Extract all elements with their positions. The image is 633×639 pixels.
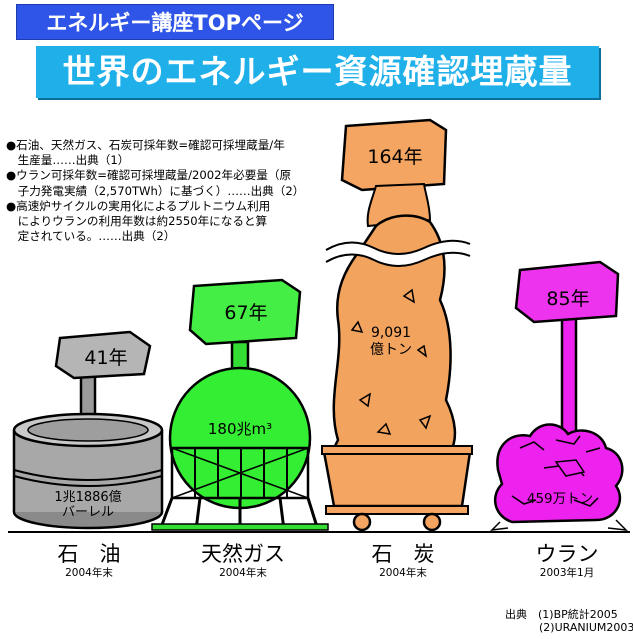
- gas-tank-frame: [170, 446, 310, 500]
- uranium-sign-post: [560, 316, 578, 438]
- coal-reserve-amount: 9,091: [370, 325, 412, 341]
- oil-years-label: 41年: [84, 347, 128, 369]
- coal-category-label: 石 炭: [371, 542, 435, 566]
- note-line: 定されている。……出典（2）: [6, 229, 176, 244]
- coal-cart: [322, 450, 472, 508]
- source-line-1: 出典 (1)BP統計2005: [505, 608, 618, 621]
- note-line: ●ウラン可採年数=確認可採埋蔵量/2002年必要量（原: [6, 168, 292, 183]
- coal-reserve-label: 9,091 億トン: [346, 325, 436, 359]
- gas-category-label: 天然ガス: [201, 542, 285, 566]
- uranium-reserve-label: 459万トン: [526, 491, 594, 507]
- oil-drum-lid: [12, 412, 164, 448]
- gas-years-label: 67年: [224, 302, 268, 324]
- oil-reserve-label: 1兆1886億 バーレル: [30, 490, 146, 520]
- source-credits: 出典 (1)BP統計2005 (2)URANIUM2003: [505, 608, 633, 634]
- uranium-years-label: 85年: [546, 288, 590, 310]
- top-page-link-button[interactable]: エネルギー講座TOPページ: [16, 4, 334, 40]
- gas-date-label: 2004年末: [219, 567, 267, 579]
- oil-date-label: 2004年末: [65, 567, 113, 579]
- uranium-pile: [493, 423, 624, 524]
- coal-years-label: 164年: [367, 146, 423, 168]
- source-line-2: (2)URANIUM2003: [539, 621, 633, 634]
- oil-reserve-amount: 1兆1886億: [54, 490, 122, 505]
- note-line: によりウランの利用年数は約2550年になると算: [6, 214, 268, 229]
- note-line: ●石油、天然ガス、石炭可採年数=確認可採埋蔵量/年: [6, 138, 285, 152]
- notes-list: ●石油、天然ガス、石炭可採年数=確認可採埋蔵量/年 生産量……出典（1） ●ウラ…: [6, 138, 326, 244]
- gas-sign-post: [230, 340, 250, 394]
- note-line: 子力発電実績（2,570TWh）に基づく）……出典（2）: [6, 183, 305, 198]
- uranium-date-label: 2003年1月: [539, 567, 595, 579]
- page-title: 世界のエネルギー資源確認埋蔵量: [36, 46, 599, 98]
- coal-date-label: 2004年末: [379, 567, 427, 579]
- uranium-category-label: ウラン: [535, 542, 599, 566]
- oil-category-label: 石 油: [57, 542, 121, 566]
- gas-reserve-label: 180兆m³: [207, 420, 273, 438]
- note-line: 生産量……出典（1）: [6, 153, 130, 168]
- oil-sign-post: [79, 374, 97, 430]
- note-line: ●高速炉サイクルの実用化によるプルトニウム利用: [6, 198, 271, 213]
- coal-reserve-unit: 億トン: [370, 342, 412, 358]
- oil-reserve-unit: バーレル: [61, 505, 114, 520]
